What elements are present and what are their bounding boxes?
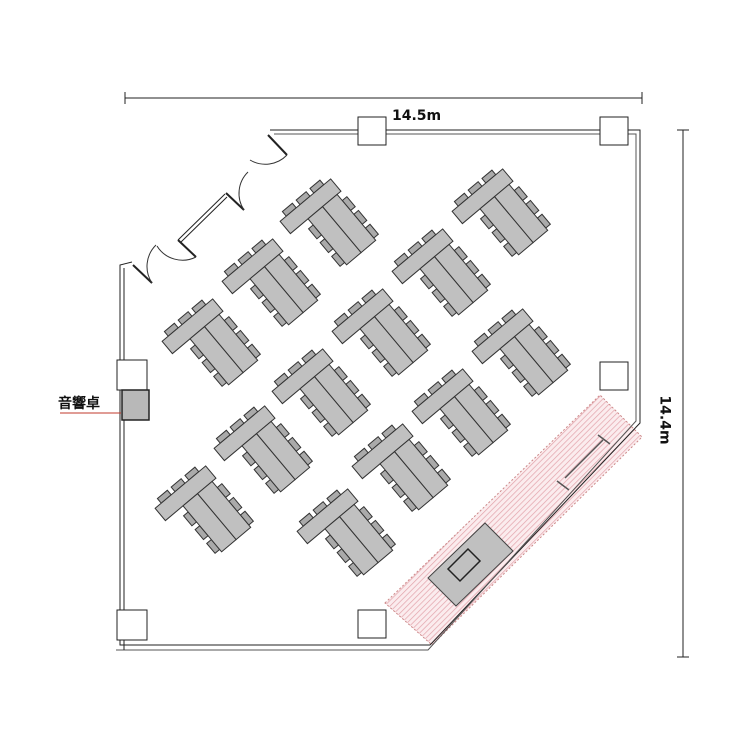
- column: [599, 361, 629, 391]
- table-cluster: [292, 483, 398, 591]
- columns: [116, 116, 629, 641]
- sound-desk-label: 音響卓: [58, 396, 100, 412]
- stage: [384, 394, 643, 646]
- table-cluster: [157, 293, 263, 401]
- height-dimension-label: 14.4m: [656, 395, 673, 445]
- width-dimension-label: 14.5m: [392, 108, 442, 124]
- lectern: [446, 547, 482, 583]
- room-walls: [116, 129, 641, 651]
- column: [116, 609, 148, 641]
- column: [357, 116, 387, 146]
- microphone-stand: [556, 434, 611, 491]
- table-cluster: [150, 460, 256, 568]
- podium: [427, 522, 514, 607]
- height-dimension-line: [677, 129, 689, 658]
- column: [599, 116, 629, 146]
- width-dimension-line: [124, 92, 643, 104]
- sound-desk: [121, 389, 150, 421]
- column: [357, 609, 387, 639]
- column: [116, 359, 148, 391]
